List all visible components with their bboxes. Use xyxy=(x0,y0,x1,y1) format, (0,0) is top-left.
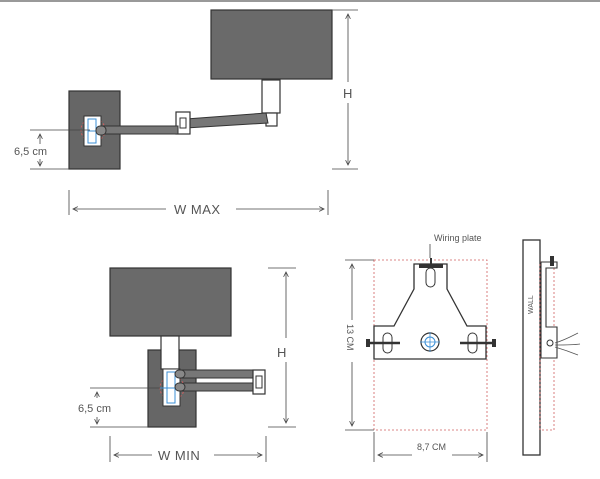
plate-top-screw-head xyxy=(419,264,443,268)
plate-top-slot xyxy=(425,267,436,288)
bottom-lamp-lower-arm xyxy=(173,382,255,392)
wmin-dimension: W MIN xyxy=(109,436,267,463)
top-lamp-elbow-inner xyxy=(179,117,187,129)
top-lamp-upper-arm xyxy=(185,112,269,129)
wire-1 xyxy=(554,332,579,344)
bottom-lamp-upper-arm xyxy=(173,369,259,379)
wall-section xyxy=(522,239,541,456)
plate-left-screw-head xyxy=(366,339,370,347)
bottom-offset-label: 6,5 cm xyxy=(78,403,111,415)
top-lamp-lower-arm xyxy=(95,125,179,135)
top-offset-label: 6,5 cm xyxy=(14,146,47,158)
wiring-plate-body xyxy=(373,263,487,360)
top-lamp-arm-cap xyxy=(95,125,107,136)
wmax-label: W MAX xyxy=(174,202,221,217)
wiring-plate-label: Wiring plate xyxy=(434,233,482,243)
top-lamp-drawing xyxy=(68,9,333,170)
top-offset-dimension: 6,5 cm xyxy=(14,129,90,170)
wall-bracket-bolt xyxy=(546,339,554,347)
bottom-offset-dimension: 6,5 cm xyxy=(78,387,160,428)
wire-2 xyxy=(554,343,581,346)
wire-3 xyxy=(554,346,579,356)
wmax-dimension: W MAX xyxy=(68,190,329,217)
wall-side-view: WALL xyxy=(522,239,581,456)
wiring-plate-drawing: Wiring plate xyxy=(366,233,496,431)
bottom-lamp-neck xyxy=(160,335,180,370)
bottom-height-label: H xyxy=(277,345,287,360)
plate-width-label: 8,7 CM xyxy=(417,442,446,452)
wall-bracket xyxy=(540,261,558,359)
plate-width-dimension: 8,7 CM xyxy=(373,432,488,462)
plate-height-label: 13 CM xyxy=(345,324,355,351)
bottom-lamp-elbow-inner xyxy=(255,375,263,389)
top-height-label: H xyxy=(343,86,353,101)
bottom-height-dimension: H xyxy=(268,267,296,428)
plate-right-screw-head xyxy=(492,339,496,347)
wall-bracket-screw xyxy=(550,256,554,266)
wmin-label: W MIN xyxy=(158,448,200,463)
wall-label: WALL xyxy=(528,295,535,314)
bottom-lamp-drawing xyxy=(109,267,266,428)
bottom-lamp-arm-cap-2 xyxy=(174,382,186,392)
top-height-dimension: H xyxy=(332,9,358,170)
bottom-lamp-shade xyxy=(109,267,232,337)
plate-height-dimension: 13 CM xyxy=(345,259,374,431)
bottom-lamp-arm-cap-1 xyxy=(174,369,186,379)
top-lamp-neck xyxy=(261,79,281,114)
top-lamp-shade xyxy=(210,9,333,80)
